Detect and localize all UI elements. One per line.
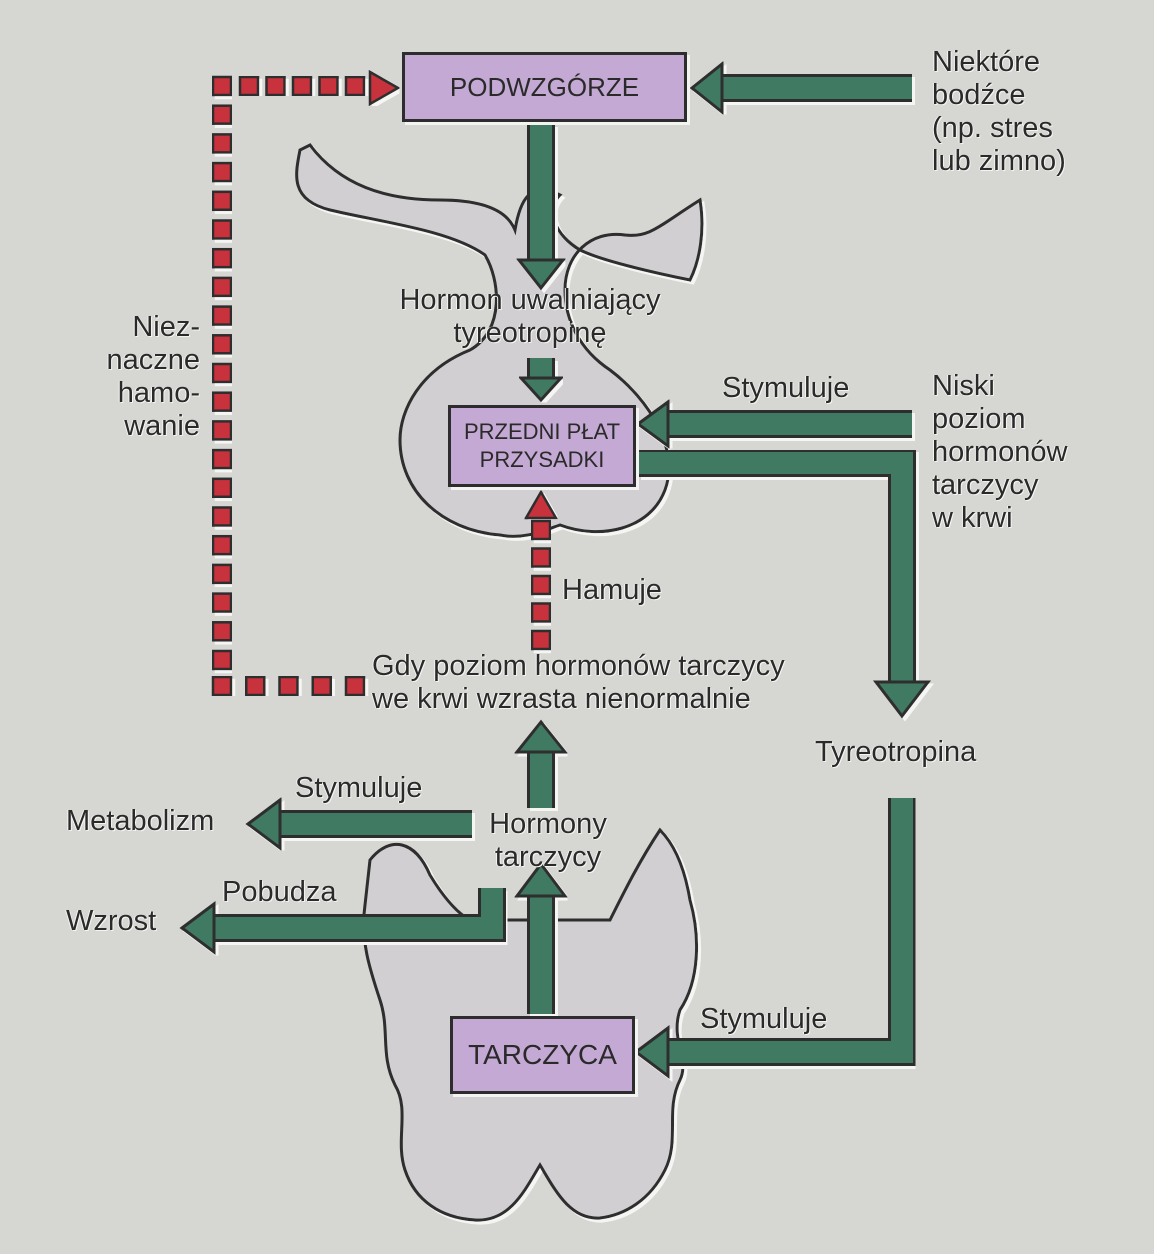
hormones-to-growth-arrow (179, 888, 506, 955)
stimulates-pituitary-label: Stymuluje (722, 372, 850, 404)
stimuli-label: Niektóre bodźce (np. stres lub zimno) (932, 46, 1066, 177)
trh-label: Hormon uwalniający tyreotropinę (399, 284, 661, 349)
hormones-to-level-arrow (513, 719, 569, 808)
hypothalamus-to-pituitary-arrow (515, 124, 567, 291)
stimulates-metabolism-label: Stymuluje (295, 772, 423, 804)
slight-inhibition-bottom-dashes (211, 675, 366, 697)
metabolism-label: Metabolizm (66, 805, 215, 837)
hypothalamus-box: PODWZGÓRZE (402, 52, 687, 122)
pituitary-to-tsh-arrow (638, 449, 932, 719)
inhibits-dashes (530, 519, 552, 651)
tsh-label: Tyreotropina (815, 736, 977, 768)
low-thyroid-to-pituitary-arrow (635, 399, 912, 449)
hormones-to-metabolism-arrow (245, 797, 472, 851)
thyroid-hormones-label: Hormony tarczycy (489, 808, 607, 873)
slight-inhibition-label: Niez- naczne hamo- wanie (106, 311, 200, 442)
promotes-label: Pobudza (222, 876, 337, 908)
stimuli-to-hypothalamus-arrow (689, 60, 912, 116)
slight-inhibition-top-dashes (238, 75, 366, 97)
tsh-to-thyroid-arrow (633, 798, 916, 1079)
trh-to-pituitary-arrow (517, 358, 565, 403)
stimulates-thyroid-label: Stymuluje (700, 1003, 828, 1035)
high-thyroid-label: Gdy poziom hormonów tarczycy we krwi wzr… (372, 650, 785, 715)
thyroid-box: TARCZYCA (450, 1016, 635, 1094)
inhibits-arrowhead (523, 489, 559, 520)
slight-inhibition-arrowhead (368, 69, 401, 107)
low-thyroid-label: Niski poziom hormonów tarczycy w krwi (932, 370, 1068, 534)
inhibits-label: Hamuje (562, 574, 662, 606)
slight-inhibition-vertical-dashes (211, 75, 233, 671)
anterior-pituitary-box: PRZEDNI PŁAT PRZYSADKI (448, 405, 636, 487)
growth-label: Wzrost (66, 905, 157, 937)
thyroid-to-hormones-arrow (514, 861, 568, 1014)
